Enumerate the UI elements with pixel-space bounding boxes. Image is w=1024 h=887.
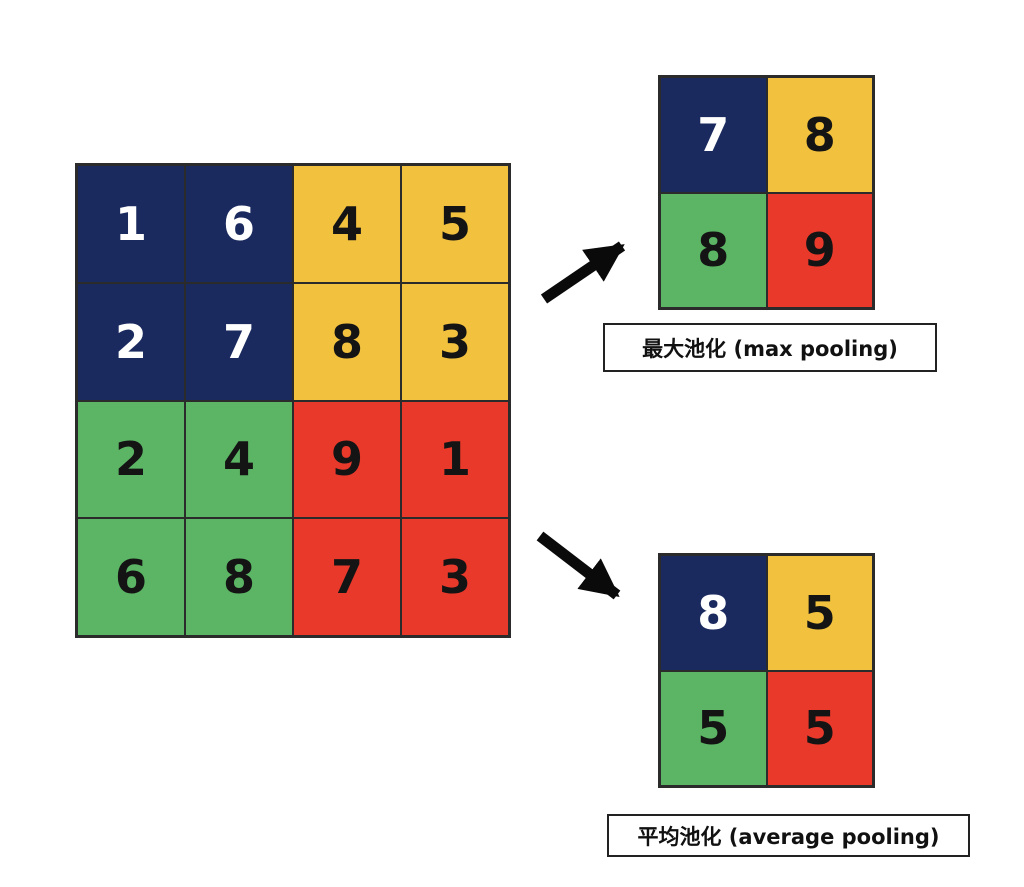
grid-cell-red: 3 bbox=[401, 518, 509, 636]
grid-cell-yellow: 3 bbox=[401, 282, 509, 401]
arrow-to-average-pooling bbox=[536, 531, 621, 600]
grid-cell-yellow: 5 bbox=[766, 555, 873, 671]
grid-cell-red: 1 bbox=[401, 400, 509, 519]
grid-cell-yellow: 4 bbox=[293, 165, 401, 283]
grid-cell-green: 6 bbox=[77, 518, 185, 636]
arrow-to-max-pooling bbox=[540, 241, 626, 304]
grid-cell-green: 2 bbox=[77, 400, 185, 519]
average-pooling-label: 平均池化 (average pooling) bbox=[637, 824, 940, 849]
grid-cell-navy: 7 bbox=[660, 77, 767, 193]
grid-cell-yellow: 5 bbox=[401, 165, 509, 283]
grid-cell-navy: 1 bbox=[77, 165, 185, 283]
grid-cell-red: 7 bbox=[293, 518, 401, 636]
grid-cell-red: 9 bbox=[766, 192, 873, 308]
max-pooling-label-box: 最大池化 (max pooling) bbox=[603, 323, 937, 372]
grid-cell-green: 8 bbox=[660, 192, 767, 308]
grid-cell-navy: 6 bbox=[185, 165, 293, 283]
grid-cell-navy: 7 bbox=[185, 282, 293, 401]
grid-cell-red: 9 bbox=[293, 400, 401, 519]
grid-cell-navy: 8 bbox=[660, 555, 767, 671]
grid-cell-green: 8 bbox=[185, 518, 293, 636]
grid-cell-navy: 2 bbox=[77, 282, 185, 401]
grid-cell-green: 5 bbox=[660, 670, 767, 786]
grid-cell-red: 5 bbox=[766, 670, 873, 786]
average-pooling-label-box: 平均池化 (average pooling) bbox=[607, 814, 970, 857]
max-pooling-label: 最大池化 (max pooling) bbox=[642, 336, 898, 361]
grid-cell-yellow: 8 bbox=[293, 282, 401, 401]
grid-cell-yellow: 8 bbox=[766, 77, 873, 193]
grid-cell-green: 4 bbox=[185, 400, 293, 519]
